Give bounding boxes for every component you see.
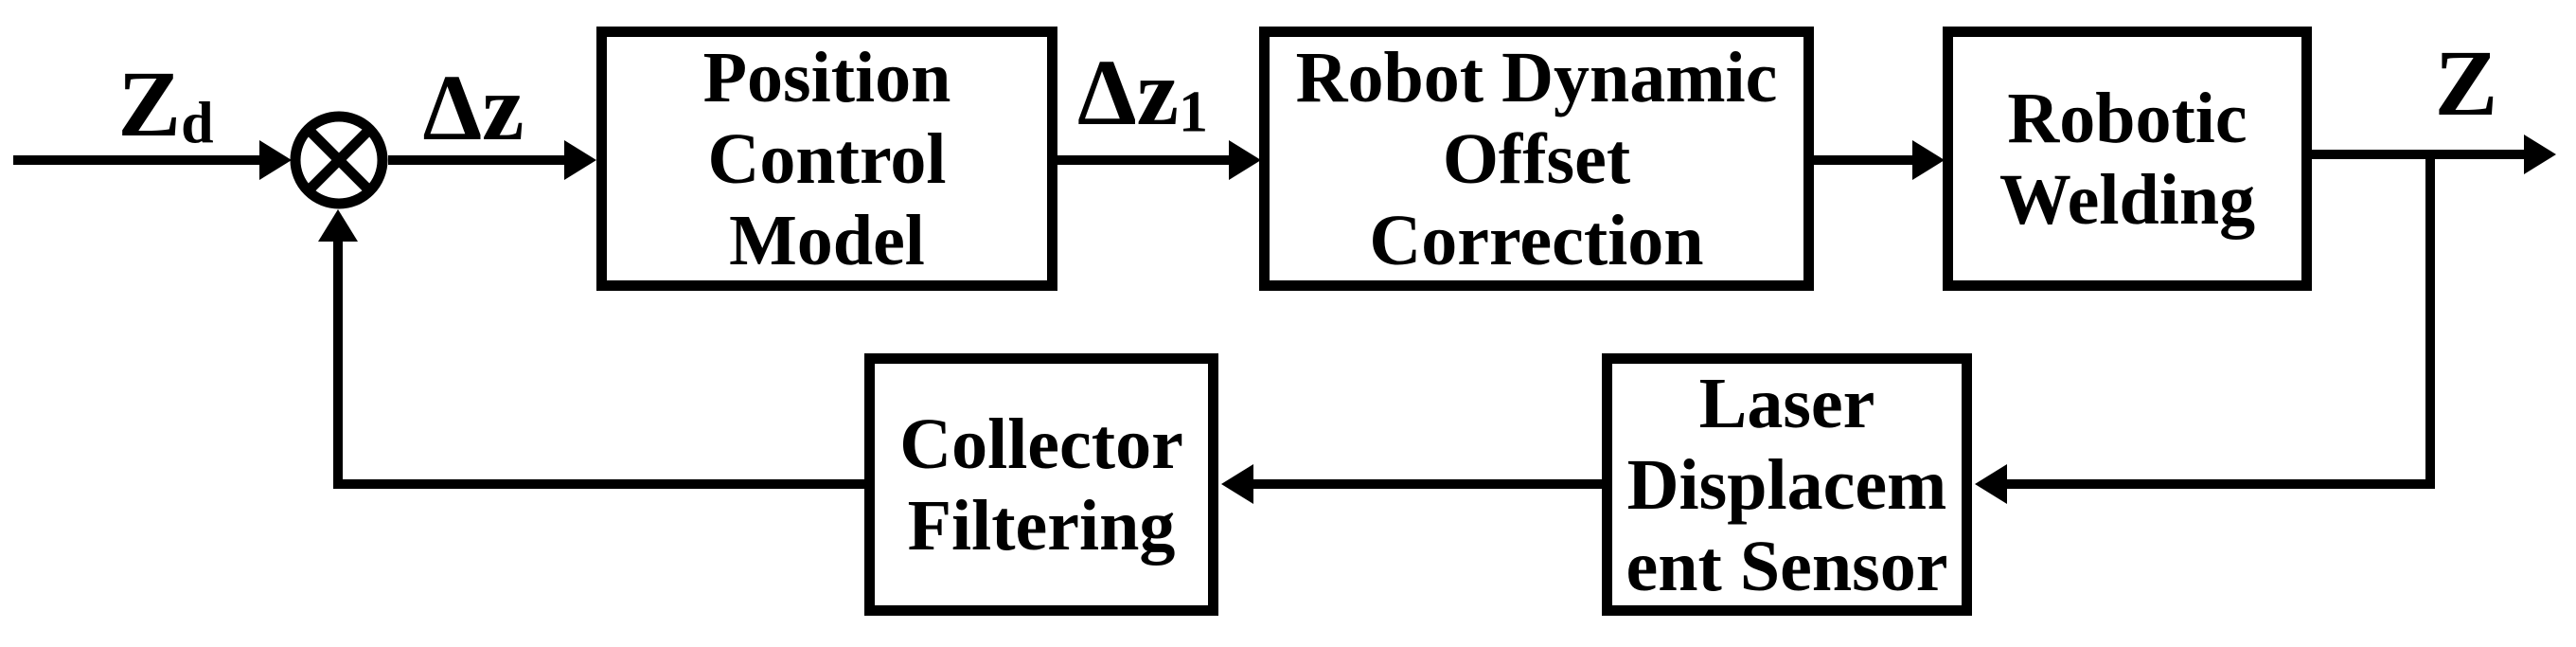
laser-to-collector-line [1252,479,1602,489]
collector-to-junction-line [333,479,864,489]
block-label-line: ent Sensor [1626,526,1948,606]
block-label-line: Correction [1369,200,1704,280]
output-signal-label: Z [2405,36,2528,148]
input-line [13,155,261,165]
corrected-signal-main: Δz [1076,40,1180,145]
output-arrowhead-icon [2524,135,2556,174]
offset-to-welding-arrowhead-icon [1912,140,1945,180]
block-label-line: Control [707,118,947,199]
block-label-line: Position [702,37,951,117]
feedback-to-laser-arrowhead-icon [1975,464,2007,504]
junction-to-position-line [388,155,566,165]
feedback-left-vertical-line [333,239,343,489]
input-signal-label: Zd [85,57,246,169]
offset-to-welding-line [1814,155,1914,165]
block-label-line: Offset [1442,118,1631,199]
input-arrowhead-icon [259,140,292,180]
position-to-offset-arrowhead-icon [1229,140,1261,180]
output-line [2312,150,2526,159]
position-to-offset-line [1057,155,1231,165]
summing-junction-icon [290,111,388,209]
error-signal-label: Δz [393,61,554,172]
input-signal-subscript: d [181,91,214,156]
corrected-signal-subscript: 1 [1179,80,1209,145]
block-laser-displacement-sensor: Laser Displacem ent Sensor [1602,353,1972,616]
block-label-line: Welding [1999,159,2256,240]
block-robotic-welding: Robotic Welding [1943,27,2312,291]
laser-to-collector-arrowhead-icon [1221,464,1253,504]
feedback-right-vertical-line [2425,150,2435,489]
output-signal-main: Z [2434,30,2498,135]
block-label-line: Robot Dynamic [1295,37,1778,117]
corrected-signal-label: Δz1 [1062,45,1223,157]
block-label-line: Robotic [2007,78,2247,158]
input-signal-main: Z [117,51,182,156]
junction-to-position-arrowhead-icon [564,140,596,180]
error-signal-main: Δz [422,55,524,160]
block-position-control-model: Position Control Model [596,27,1057,291]
feedback-up-arrowhead-icon [318,209,358,242]
block-label-line: Displacem [1626,444,1947,525]
feedback-to-laser-line [2005,479,2435,489]
block-label-line: Filtering [907,485,1176,566]
block-label-line: Collector [899,404,1183,484]
block-robot-dynamic-offset-correction: Robot Dynamic Offset Correction [1259,27,1814,291]
block-label-line: Laser [1698,363,1875,443]
block-label-line: Model [729,200,925,280]
block-collector-filtering: Collector Filtering [864,353,1218,616]
